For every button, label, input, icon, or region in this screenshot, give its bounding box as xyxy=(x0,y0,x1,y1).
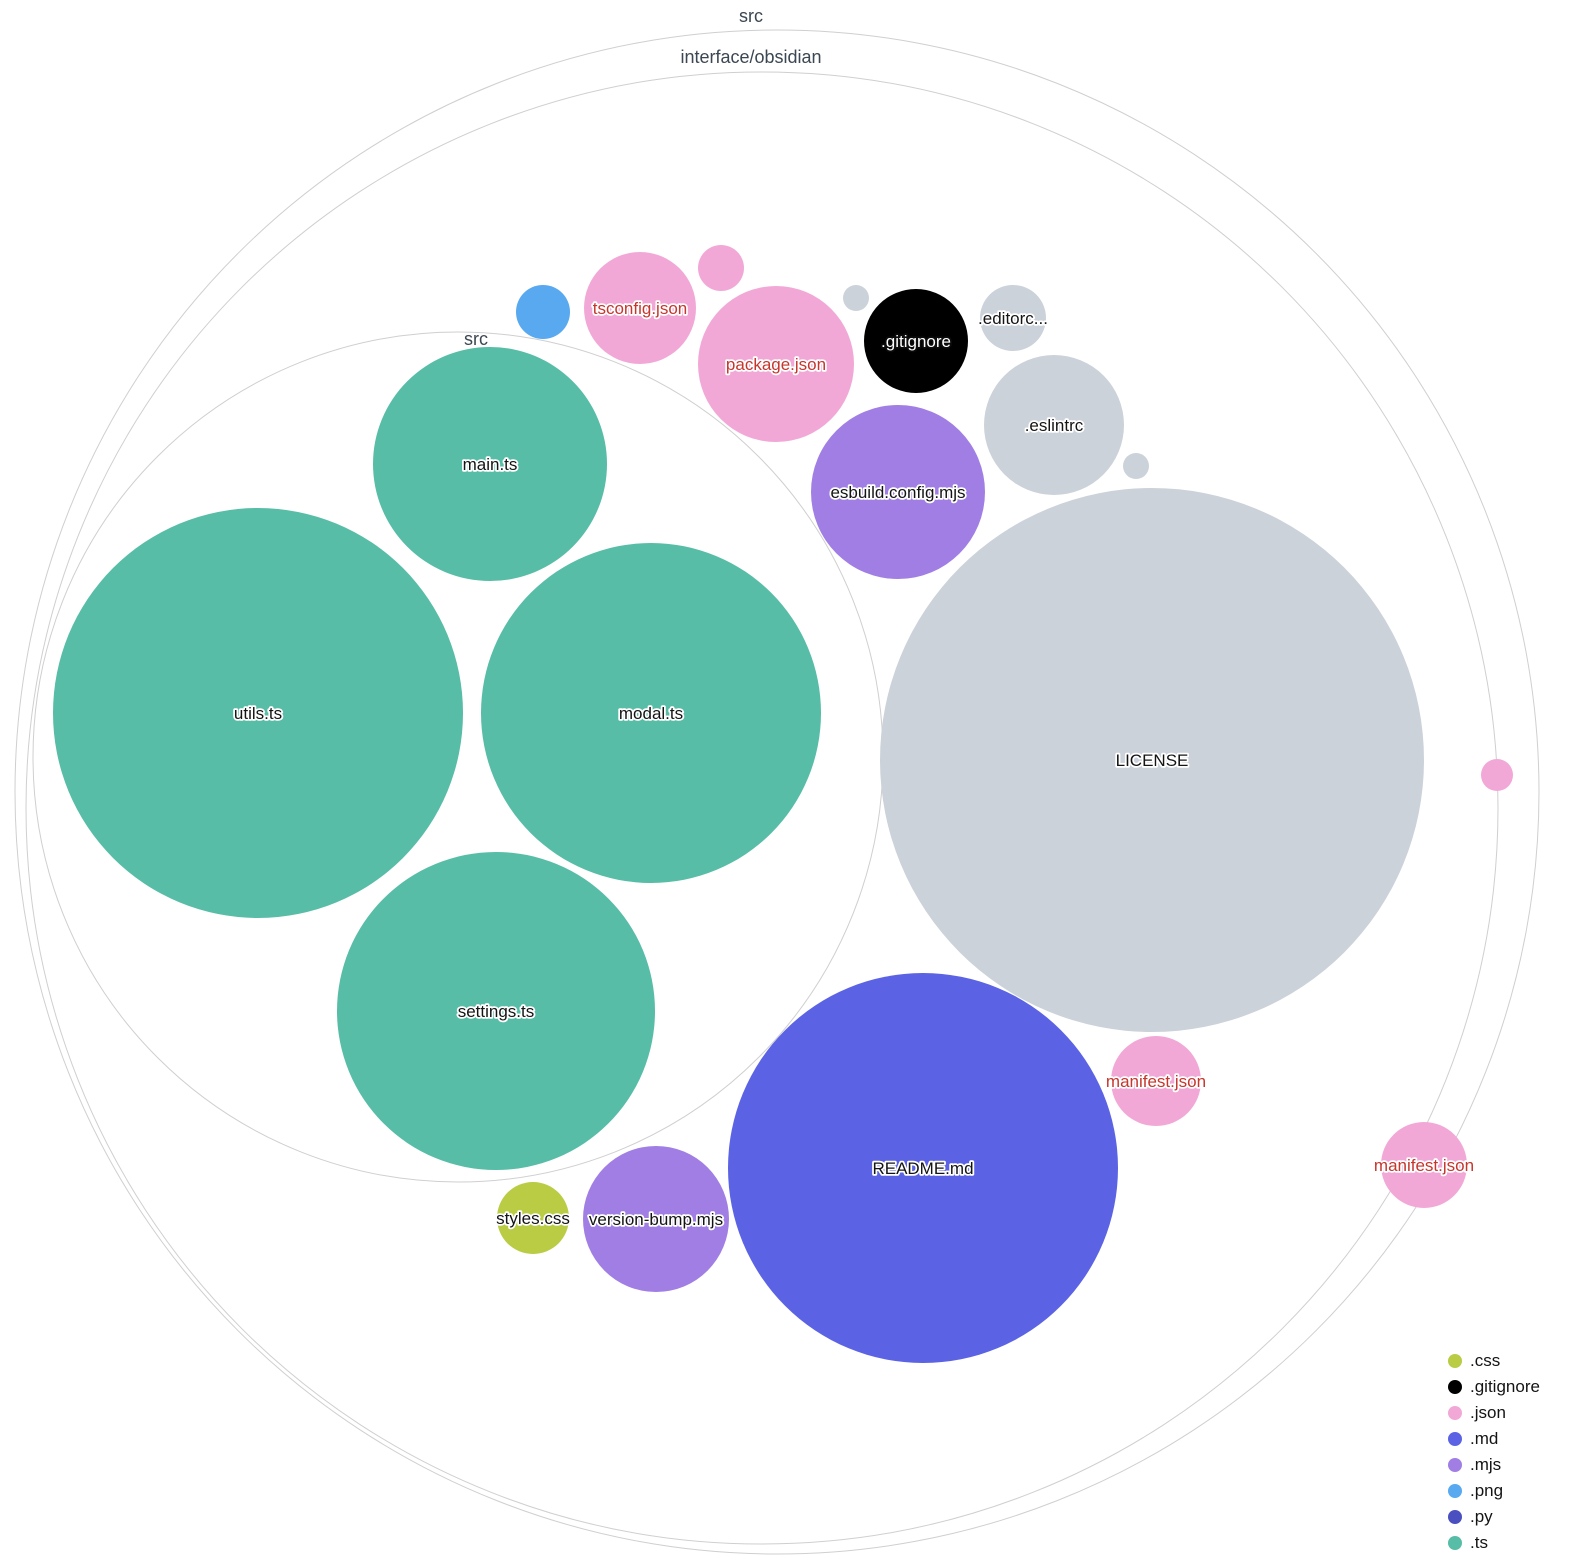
legend-label: .gitignore xyxy=(1470,1377,1540,1396)
legend-label: .json xyxy=(1470,1403,1506,1422)
legend-label: .mjs xyxy=(1470,1455,1502,1474)
legend-swatch-icon xyxy=(1448,1483,1462,1498)
file-label-license: LICENSE xyxy=(1116,751,1189,770)
file-circle-version-bump-mjs[interactable] xyxy=(583,1146,729,1292)
legend-swatch-icon xyxy=(1448,1509,1462,1524)
file-label--eslintrc: .eslintrc xyxy=(1025,416,1084,435)
file-label-version-bump-mjs: version-bump.mjs xyxy=(589,1210,723,1229)
legend-item-py: .py xyxy=(1448,1508,1540,1525)
file-label--gitignore: .gitignore xyxy=(881,332,951,351)
file-circle-utils-ts[interactable] xyxy=(53,508,463,918)
file-circle-readme-md[interactable] xyxy=(728,973,1118,1363)
file-circle-package-json[interactable] xyxy=(698,286,854,442)
file-label-tsconfig-json: tsconfig.json xyxy=(593,299,688,318)
folder-label-src: src xyxy=(464,329,488,349)
legend-label: .py xyxy=(1470,1507,1493,1526)
file-circle--eslintrc[interactable] xyxy=(984,355,1124,495)
file-label-manifest-json: manifest.json xyxy=(1374,1156,1474,1175)
file-label-modal-ts: modal.ts xyxy=(619,704,683,723)
file-circle-manifest-json[interactable] xyxy=(1111,1036,1201,1126)
folder-circle-src[interactable] xyxy=(14,29,1540,1555)
legend-item-css: .css xyxy=(1448,1352,1540,1369)
legend-label: .css xyxy=(1470,1351,1501,1370)
legend-swatch-icon xyxy=(1448,1353,1462,1368)
legend-swatch-icon xyxy=(1448,1431,1462,1446)
legend-label: .png xyxy=(1470,1481,1504,1500)
legend-swatch-icon xyxy=(1448,1535,1462,1550)
file-circle-unnamed[interactable] xyxy=(698,245,744,291)
folder-label-interface-obsidian: interface/obsidian xyxy=(680,47,821,67)
file-label-esbuild-config-mjs: esbuild.config.mjs xyxy=(830,483,965,502)
file-label-settings-ts: settings.ts xyxy=(458,1002,535,1021)
file-circle--editorc-[interactable] xyxy=(980,285,1046,351)
legend-item-json: .json xyxy=(1448,1404,1540,1421)
legend-swatch-icon xyxy=(1448,1379,1462,1394)
file-circle-main-ts[interactable] xyxy=(373,347,607,581)
legend-label: .md xyxy=(1470,1429,1499,1448)
file-label--editorc-: .editorc... xyxy=(978,309,1048,328)
file-label-readme-md: README.md xyxy=(872,1159,973,1178)
legend-item-gitignore: .gitignore xyxy=(1448,1378,1540,1395)
file-circle-settings-ts[interactable] xyxy=(337,852,655,1170)
legend-swatch-icon xyxy=(1448,1457,1462,1472)
legend-item-mjs: .mjs xyxy=(1448,1456,1540,1473)
file-circle-unnamed[interactable] xyxy=(1123,453,1149,479)
file-circle-license[interactable] xyxy=(880,488,1424,1032)
folder-label-src: src xyxy=(739,6,763,26)
legend-item-md: .md xyxy=(1448,1430,1540,1447)
file-circle-unnamed[interactable] xyxy=(1481,759,1513,791)
legend: .css .gitignore .json .md .mjs .png .py .ts xyxy=(1448,1352,1540,1551)
folder-circle-interface-obsidian[interactable] xyxy=(25,71,1499,1545)
legend-item-png: .png xyxy=(1448,1482,1540,1499)
file-circle--gitignore[interactable] xyxy=(864,289,968,393)
file-circle-esbuild-config-mjs[interactable] xyxy=(811,405,985,579)
legend-label: .ts xyxy=(1470,1533,1488,1552)
file-circle-manifest-json[interactable] xyxy=(1381,1122,1467,1208)
file-label-manifest-json: manifest.json xyxy=(1106,1072,1206,1091)
file-circle-styles-css[interactable] xyxy=(497,1182,569,1254)
legend-item-ts: .ts xyxy=(1448,1534,1540,1551)
file-circle-tsconfig-json[interactable] xyxy=(584,252,696,364)
file-circle-unnamed[interactable] xyxy=(516,285,570,339)
file-label-main-ts: main.ts xyxy=(463,455,518,474)
file-label-utils-ts: utils.ts xyxy=(234,704,282,723)
file-circle-unnamed[interactable] xyxy=(843,285,869,311)
file-circle-modal-ts[interactable] xyxy=(481,543,821,883)
legend-swatch-icon xyxy=(1448,1405,1462,1420)
file-label-package-json: package.json xyxy=(726,355,826,374)
file-label-styles-css: styles.css xyxy=(496,1209,570,1228)
